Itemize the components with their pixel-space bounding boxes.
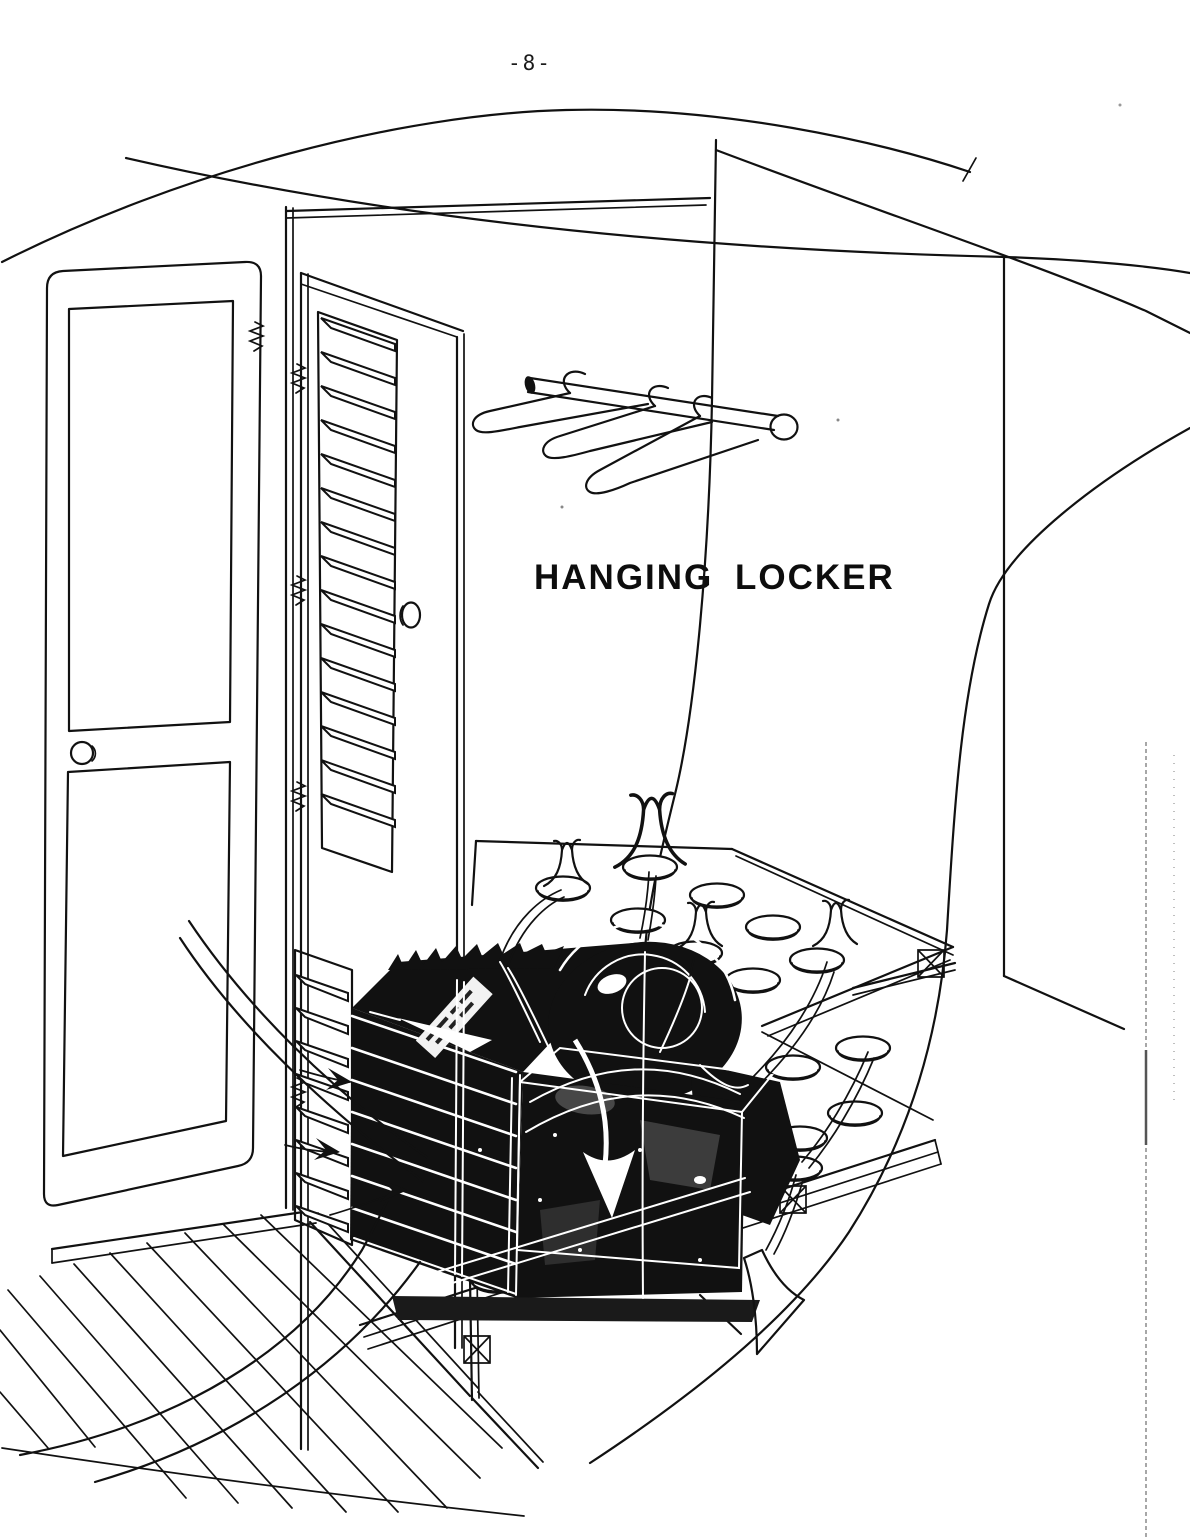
wall-corner-line: [643, 138, 718, 952]
perforated-shelf: [470, 839, 957, 1153]
condenser-fins-top: [388, 943, 564, 970]
air-streams: [284, 791, 875, 1356]
louver-panel: [316, 310, 399, 874]
airflow-arrow-white: [369, 961, 749, 1218]
intake-arrows: [284, 1068, 408, 1216]
clothes-rod: [524, 376, 799, 441]
figure-caption: HANGING LOCKER: [534, 558, 895, 597]
hinge-squiggles: [249, 321, 306, 1108]
page-number: -8-: [508, 51, 552, 75]
wall-corner-line-over-unit: [641, 951, 646, 1299]
intake-flow-lines: [18, 919, 430, 1484]
down-arrow: [742, 1248, 806, 1356]
door-knob: [69, 740, 95, 766]
air-funnel: [811, 898, 859, 948]
blower-highlight: [478, 922, 737, 1262]
open-cabin-door: [42, 260, 263, 1207]
louver-door-knob: [400, 601, 422, 629]
enclosure-outline: [515, 1046, 774, 1270]
louver-slats: [320, 317, 396, 828]
scan-artifacts: [560, 103, 1175, 1538]
structure-lines: [0, 108, 1190, 1465]
support-bracket: [463, 1335, 491, 1364]
air-funnel: [613, 791, 687, 869]
wire-hangers: [471, 370, 760, 495]
intake-louver: [293, 948, 354, 1247]
refrigeration-condensing-unit: [350, 922, 800, 1322]
